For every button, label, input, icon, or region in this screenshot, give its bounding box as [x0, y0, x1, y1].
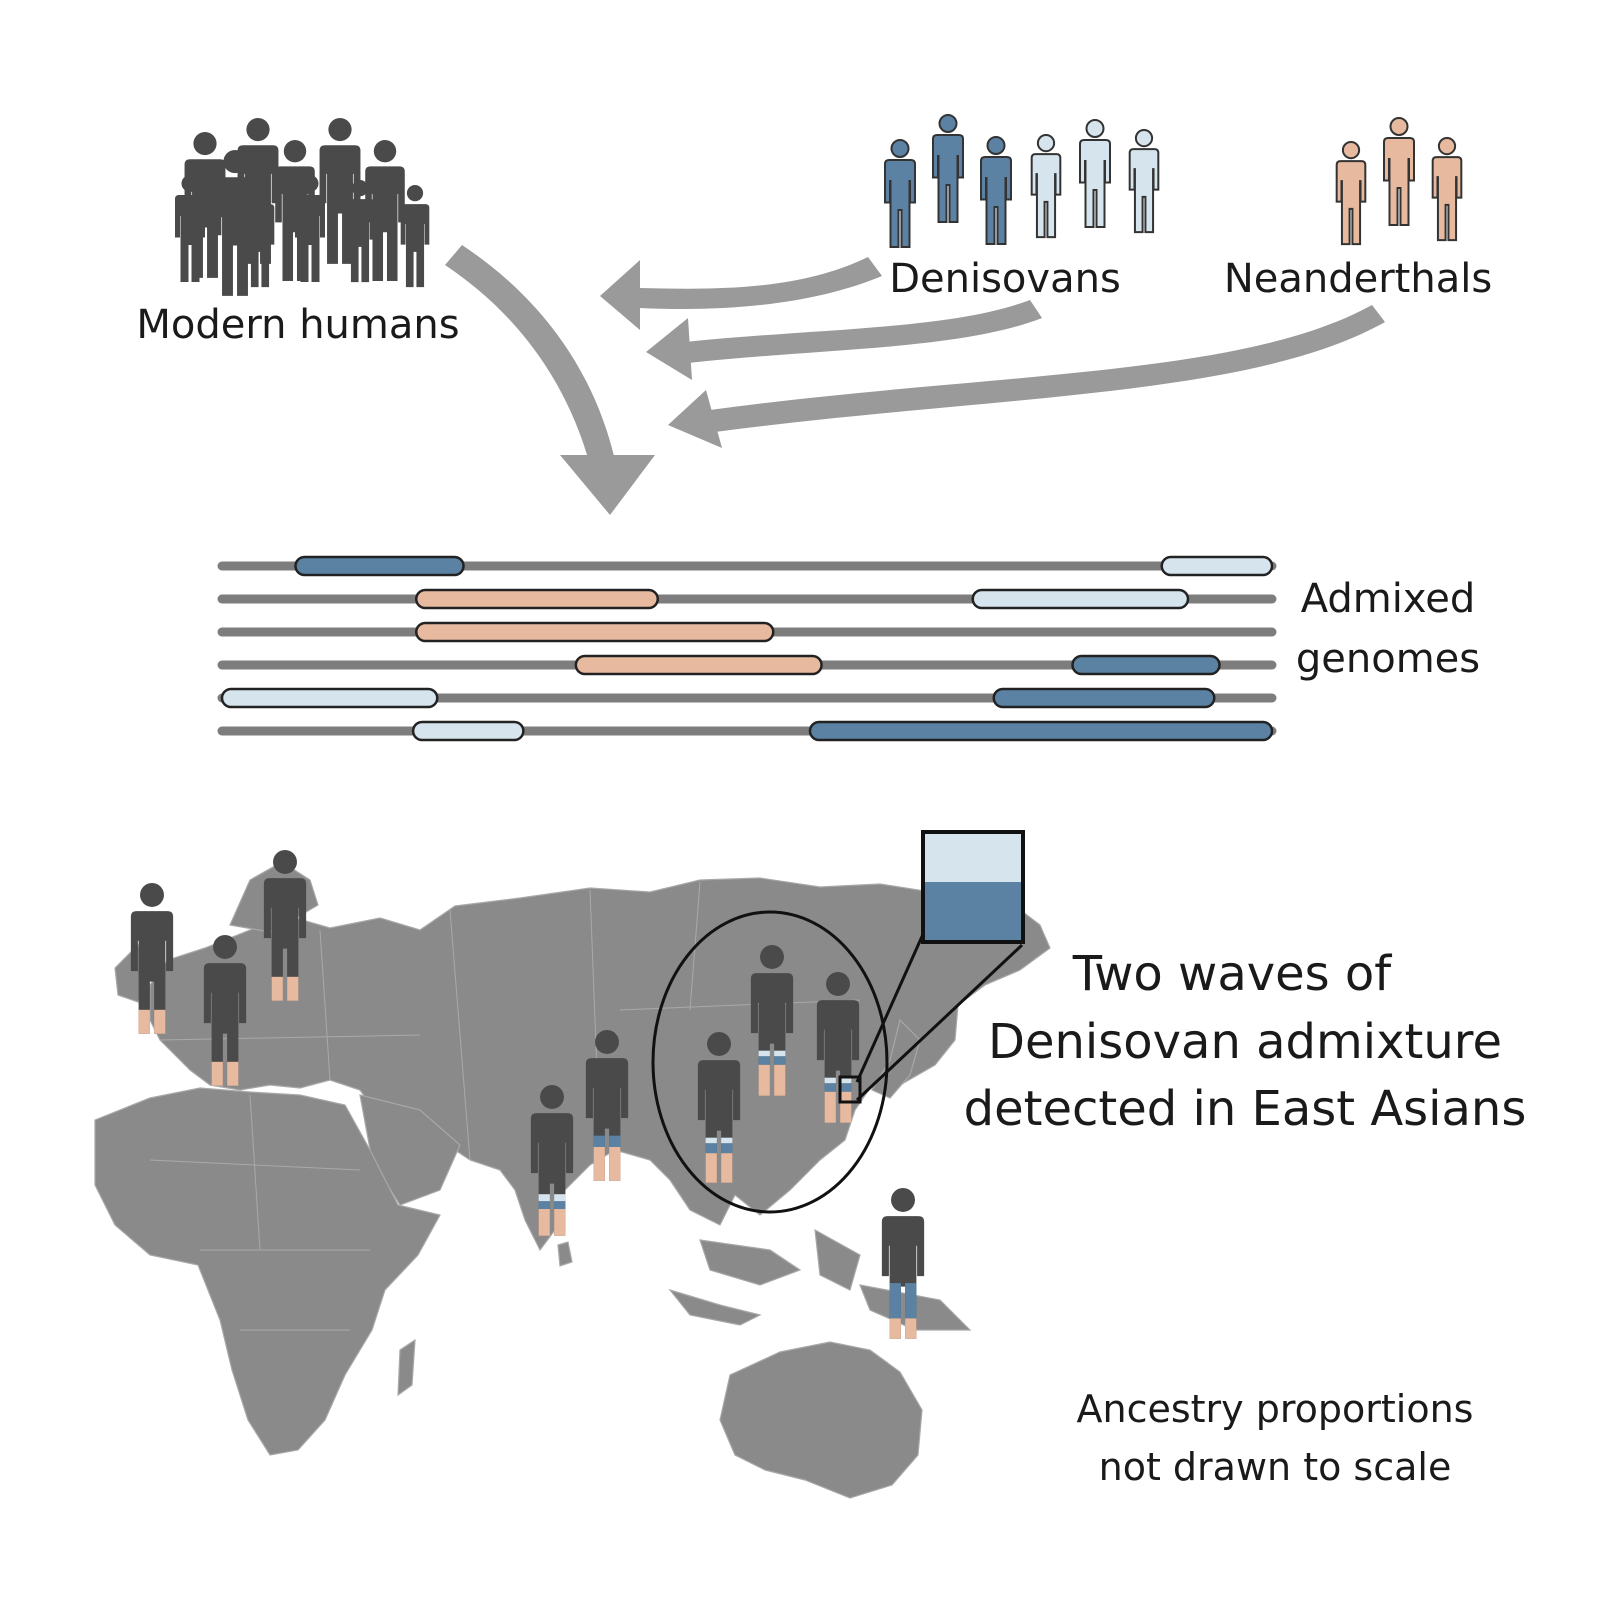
denisovan-icon — [980, 136, 1012, 245]
population-figure-icon — [816, 972, 860, 1123]
admixed-genome-tracks — [217, 555, 1277, 742]
zoom-line-right — [855, 943, 1024, 1102]
genome-segment-denisovan-light — [411, 720, 525, 742]
denisovans-label: Denisovans — [889, 256, 1121, 302]
denisovan-icon — [884, 139, 916, 248]
genome-segment-denisovan-dark — [294, 555, 465, 577]
scale-note-line2: not drawn to scale — [1099, 1445, 1452, 1489]
denisovan-icon — [1030, 133, 1062, 239]
genome-track — [217, 588, 1277, 610]
genome-track — [217, 555, 1277, 577]
population-figure-icon — [750, 945, 794, 1096]
genome-segment-denisovan-light — [971, 588, 1190, 610]
admixture-arrows — [445, 245, 1385, 515]
zoom-line-left — [855, 931, 926, 1083]
denisovan-arrow-2 — [646, 300, 1042, 380]
scale-note-line1: Ancestry proportions — [1077, 1387, 1474, 1431]
genome-segment-denisovan-dark — [1071, 654, 1221, 676]
east-asia-highlight-ellipse — [651, 910, 889, 1214]
population-figure-icon — [530, 1085, 574, 1236]
neanderthal-icon — [1383, 117, 1415, 226]
modern-humans-crowd — [175, 118, 430, 296]
callout-text-line3: detected in East Asians — [964, 1081, 1527, 1137]
genome-segment-neanderthal — [415, 588, 659, 610]
genome-segment-denisovan-light — [1160, 555, 1274, 577]
population-figure-icon — [130, 883, 174, 1034]
neanderthals-group — [1335, 117, 1463, 246]
modern-human-icon — [365, 140, 405, 282]
population-figure-icon — [881, 1188, 925, 1339]
neanderthal-arrow — [668, 305, 1385, 448]
denisovan-icon — [1128, 128, 1160, 234]
modern-humans-arrow — [445, 245, 655, 515]
zoom-source-box — [838, 1075, 862, 1104]
genome-segment-denisovan-light — [220, 687, 439, 709]
modern-human-icon — [245, 185, 275, 288]
east-asia-zoom-callout — [651, 830, 1025, 1214]
denisovans-group — [884, 114, 1160, 248]
admixed-genomes-label-line2: genomes — [1296, 636, 1480, 682]
zoom-box — [921, 830, 1025, 944]
genome-track — [217, 687, 1277, 709]
population-figure-icon — [263, 850, 307, 1001]
genome-segment-neanderthal — [574, 654, 823, 676]
callout-text-line2: Denisovan admixture — [988, 1014, 1502, 1070]
population-figures — [130, 850, 925, 1339]
modern-human-icon — [175, 175, 205, 282]
genome-segment-denisovan-dark — [992, 687, 1216, 709]
genome-track — [217, 654, 1277, 676]
denisovan-arrow-1 — [600, 257, 882, 330]
population-figure-icon — [585, 1030, 629, 1181]
denisovan-icon — [1079, 119, 1111, 228]
callout-text-line1: Two waves of — [1072, 946, 1393, 1002]
denisovan-icon — [932, 114, 964, 223]
genome-segment-neanderthal — [415, 621, 775, 643]
world-map-icon — [94, 861, 1051, 1499]
neanderthal-icon — [1431, 136, 1463, 242]
neanderthal-icon — [1335, 140, 1367, 246]
population-figure-icon — [203, 935, 247, 1086]
zoom-box-light-denisovan — [923, 832, 1023, 882]
zoom-box-dark-denisovan — [923, 882, 1023, 942]
modern-humans-label: Modern humans — [136, 302, 459, 348]
modern-human-icon — [345, 180, 375, 283]
modern-human-icon — [214, 150, 256, 296]
genome-segment-denisovan-dark — [808, 720, 1274, 742]
admixed-genomes-label-line1: Admixed — [1301, 576, 1476, 622]
modern-human-icon — [295, 175, 325, 282]
neanderthals-label: Neanderthals — [1224, 256, 1492, 302]
genome-track — [217, 720, 1277, 742]
modern-human-icon — [400, 185, 430, 288]
population-figure-icon — [697, 1032, 741, 1183]
genome-track — [217, 621, 1277, 643]
